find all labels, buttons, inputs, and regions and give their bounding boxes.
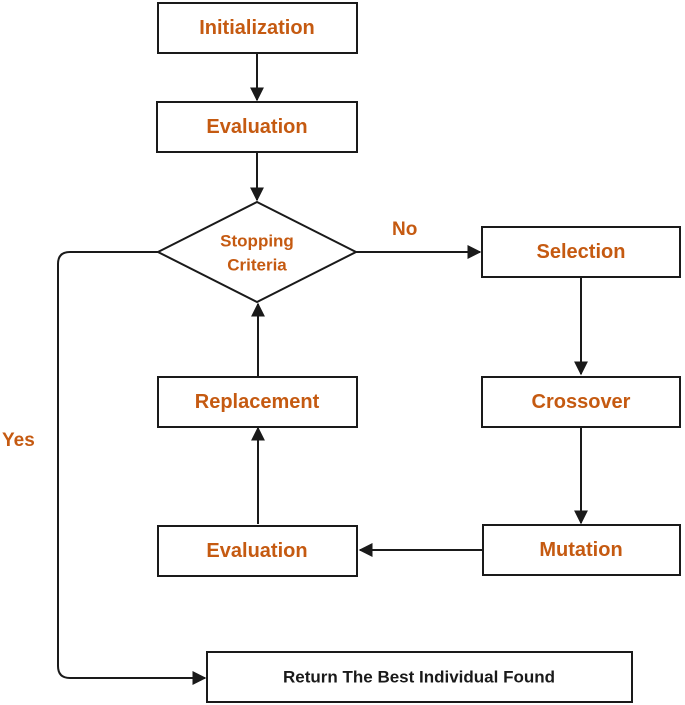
node-mutation: Mutation (482, 524, 681, 576)
node-evaluation-bottom: Evaluation (157, 525, 358, 577)
node-final: Return The Best Individual Found (206, 651, 633, 703)
node-mutation-label: Mutation (539, 539, 622, 561)
node-crossover: Crossover (481, 376, 681, 428)
node-selection: Selection (481, 226, 681, 278)
node-final-label: Return The Best Individual Found (283, 668, 555, 687)
node-evaluation-top: Evaluation (156, 101, 358, 153)
node-stopping-line2: Criteria (227, 256, 287, 275)
node-stopping-criteria: Stopping Criteria (155, 200, 359, 304)
node-crossover-label: Crossover (532, 391, 631, 413)
node-evaluation-bottom-label: Evaluation (206, 540, 307, 562)
node-initialization-label: Initialization (199, 17, 315, 39)
node-stopping-line1: Stopping (220, 232, 294, 251)
edge-label-no: No (392, 219, 417, 240)
edge-label-yes: Yes (2, 430, 35, 451)
node-replacement-label: Replacement (195, 391, 320, 413)
edges (57, 53, 588, 685)
node-selection-label: Selection (537, 241, 626, 263)
node-evaluation-top-label: Evaluation (206, 116, 307, 138)
node-replacement: Replacement (157, 376, 358, 428)
node-initialization: Initialization (157, 2, 358, 54)
edge-criteria-to-final (57, 251, 207, 685)
